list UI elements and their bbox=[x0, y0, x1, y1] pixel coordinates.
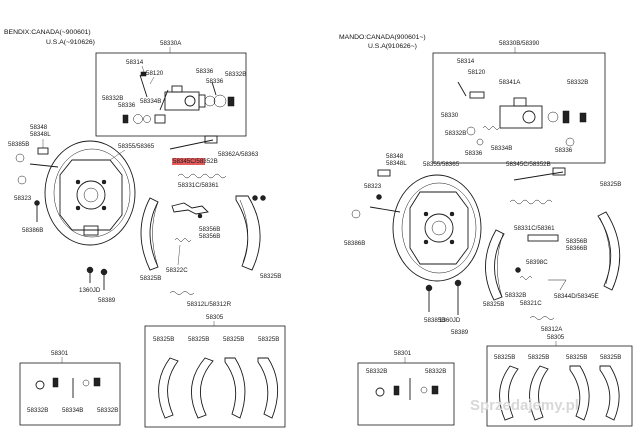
part-label-58120: 58120 bbox=[468, 69, 486, 76]
left-backing-plate bbox=[44, 140, 136, 246]
part-label-58348: 58348 bbox=[30, 124, 48, 131]
part-label-58305: 58305 bbox=[206, 314, 224, 321]
part-label-58336: 58336 bbox=[118, 102, 136, 109]
part-label-58332b: 58332B bbox=[567, 79, 588, 86]
part-label-58348l: 58348L bbox=[386, 160, 407, 167]
part-label-58356b: 58356B bbox=[199, 233, 220, 240]
right-wheel-cylinder-box bbox=[432, 52, 606, 164]
part-label-58345c-58352b: 58345C/58352B bbox=[506, 161, 551, 168]
part-label-58332b: 58332B bbox=[27, 407, 48, 414]
part-label-58336: 58336 bbox=[555, 147, 573, 154]
left-wheel-cylinder bbox=[122, 71, 235, 124]
part-label-58341a: 58341A bbox=[499, 79, 521, 86]
part-label-58325b: 58325B bbox=[260, 273, 281, 280]
part-label-58331c-58361: 58331C/58361 bbox=[178, 182, 219, 189]
part-label-58325b: 58325B bbox=[566, 354, 587, 361]
right-backing-plate bbox=[392, 174, 482, 282]
left-header-line-2: U.S.A(~910626) bbox=[46, 39, 95, 46]
part-label-58355-58365: 58355/58365 bbox=[423, 161, 460, 168]
part-label-1360jd: 1360JD bbox=[79, 287, 101, 294]
part-label-58323: 58323 bbox=[14, 195, 32, 202]
part-label-58314: 58314 bbox=[126, 59, 144, 66]
part-label-58314: 58314 bbox=[457, 58, 475, 65]
part-label-58325b: 58325B bbox=[483, 301, 504, 308]
right-header-line-1: MANDO:CANADA(900601~) bbox=[339, 34, 426, 41]
part-label-58325b: 58325B bbox=[494, 354, 515, 361]
part-label-58325b: 58325B bbox=[153, 336, 174, 343]
part-label-58325b: 58325B bbox=[188, 336, 209, 343]
part-label-58322c: 58322C bbox=[166, 267, 188, 274]
left-adjuster bbox=[169, 135, 218, 165]
part-label-58336: 58336 bbox=[196, 68, 214, 75]
right-box-label: 58330B/58390 bbox=[499, 40, 540, 47]
part-label-58348: 58348 bbox=[386, 153, 404, 160]
part-label-58321c: 58321C bbox=[520, 300, 542, 307]
left-highlight-58345c bbox=[172, 158, 205, 165]
part-label-58325b: 58325B bbox=[223, 336, 244, 343]
part-label-58348l: 58348L bbox=[30, 131, 51, 138]
part-label-58332b: 58332B bbox=[445, 130, 466, 137]
part-label-58386b: 58386B bbox=[344, 240, 365, 247]
right-assembly: MANDO:CANADA(900601~) U.S.A(910626~) 583… bbox=[339, 34, 633, 427]
left-part-58345c: 58345C/58352B bbox=[173, 158, 218, 165]
part-label-58389: 58389 bbox=[451, 329, 469, 336]
right-wheel-cylinder bbox=[457, 81, 587, 147]
part-label-58362a-58363: 58362A/58363 bbox=[218, 151, 259, 158]
right-brake-shoe-1 bbox=[485, 229, 505, 301]
part-label-58389: 58389 bbox=[98, 297, 116, 304]
part-label-58325b: 58325B bbox=[140, 275, 161, 282]
part-label-58336: 58336 bbox=[206, 78, 224, 85]
part-label-58356b: 58356B bbox=[566, 238, 587, 245]
left-wheel-cylinder-box bbox=[95, 52, 247, 137]
part-label-58334b: 58334B bbox=[491, 145, 512, 152]
part-label-58366b: 58366B bbox=[566, 245, 587, 252]
part-label-58120: 58120 bbox=[146, 70, 164, 77]
left-brake-shoe-1 bbox=[140, 197, 159, 271]
right-small-kit-box bbox=[357, 362, 455, 426]
part-label-58325b: 58325B bbox=[600, 181, 621, 188]
left-small-kit-box bbox=[19, 362, 121, 426]
part-label-58386b: 58386B bbox=[22, 227, 43, 234]
left-box-label: 58330A bbox=[160, 40, 182, 47]
left-assembly: BENDIX:CANADA(~900601) U.S.A(~910626) 58… bbox=[4, 29, 286, 428]
part-label-1360jd: 1360JD bbox=[439, 317, 461, 324]
part-label-58325b: 58325B bbox=[258, 336, 279, 343]
part-label-58385b: 58385B bbox=[8, 141, 29, 148]
part-label-58356b: 58356B bbox=[199, 226, 220, 233]
part-label-58344d-58345e: 58344D/58345E bbox=[554, 293, 599, 300]
watermark: Sprzedajemy.pl bbox=[470, 397, 579, 414]
part-label-58332b: 58332B bbox=[425, 368, 446, 375]
part-label-58334b: 58334B bbox=[62, 407, 83, 414]
part-label-58336: 58336 bbox=[465, 150, 483, 157]
part-label-58385b: 58385B bbox=[424, 317, 445, 324]
right-brake-shoe-2 bbox=[597, 211, 621, 291]
left-header-line-1: BENDIX:CANADA(~900601) bbox=[4, 29, 91, 36]
part-label-58301: 58301 bbox=[51, 350, 69, 357]
part-label-58312a: 58312A bbox=[541, 326, 563, 333]
part-label-58332b: 58332B bbox=[505, 292, 526, 299]
part-label-58355-58365: 58355/58365 bbox=[118, 143, 155, 150]
part-label-58305: 58305 bbox=[547, 334, 565, 341]
part-label-58325b: 58325B bbox=[528, 354, 549, 361]
part-label-58331c-58361: 58331C/58361 bbox=[514, 225, 555, 232]
part-label-58323: 58323 bbox=[364, 183, 382, 190]
right-header-line-2: U.S.A(910626~) bbox=[368, 43, 417, 50]
part-label-58332b: 58332B bbox=[366, 368, 387, 375]
part-label-58334b: 58334B bbox=[140, 98, 161, 105]
part-label-58332b: 58332B bbox=[225, 71, 246, 78]
part-label-58330: 58330 bbox=[441, 112, 459, 119]
left-brake-shoe-2 bbox=[235, 195, 266, 271]
part-label-58325b: 58325B bbox=[600, 354, 621, 361]
left-shoe-kit-box bbox=[144, 325, 286, 428]
part-label-58332b: 58332B bbox=[97, 407, 118, 414]
part-label-58301: 58301 bbox=[394, 350, 412, 357]
part-label-58332b: 58332B bbox=[102, 95, 123, 102]
right-shoe-kit-box bbox=[486, 345, 633, 427]
part-label-58312l-58312r: 58312L/58312R bbox=[187, 301, 232, 308]
part-label-58398c: 58398C bbox=[526, 259, 548, 266]
